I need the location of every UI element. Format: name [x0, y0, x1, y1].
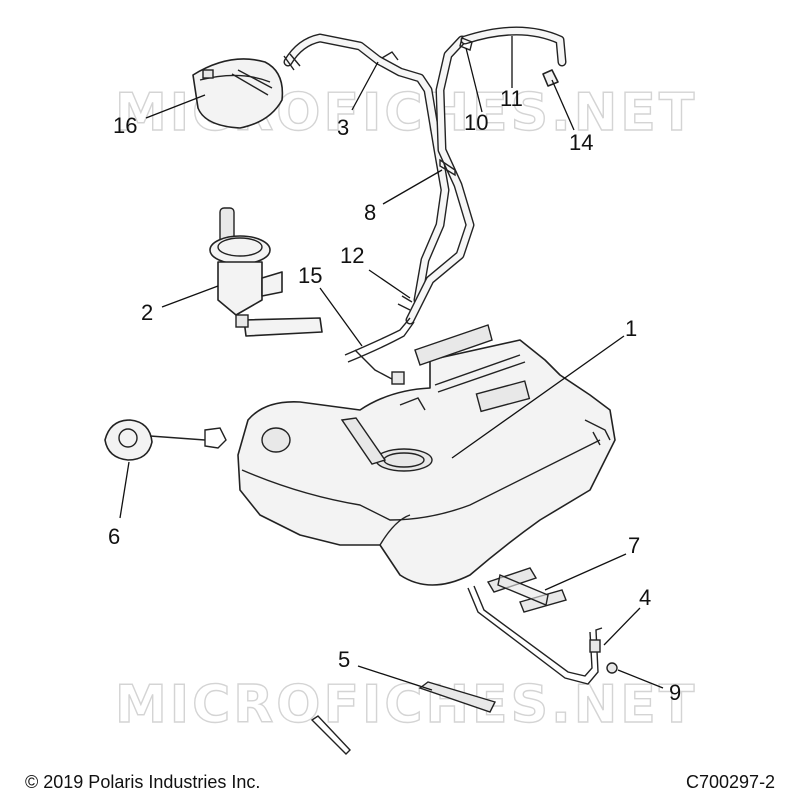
callout-9: 9: [669, 680, 681, 705]
part-14-fitting: [542, 69, 559, 87]
part-5-fuel-cap: [104, 419, 227, 461]
part-16-cover: [192, 58, 284, 129]
part-9-bolt: [606, 662, 618, 674]
callout-1: 1: [625, 316, 637, 341]
callout-5: 6: [108, 524, 120, 549]
part-15-harness: [344, 295, 415, 385]
part-7-pads: [486, 567, 567, 613]
callout-10: 10: [464, 110, 488, 135]
callout-16: 16: [113, 113, 137, 138]
part-1-fuel-tank: [237, 324, 616, 586]
callout-15: 15: [298, 263, 322, 288]
vent-hoses: [283, 26, 567, 325]
copyright-text: © 2019 Polaris Industries Inc.: [25, 772, 260, 792]
watermark-bottom: MICROFICHES.NET: [115, 675, 697, 735]
drawing-code: C700297-2: [686, 772, 775, 792]
callout-6: 5: [338, 647, 350, 672]
leader-lines: [119, 36, 664, 691]
callout-12: 12: [340, 243, 364, 268]
part-6-pad: [310, 681, 496, 755]
part-4-strap: [467, 585, 603, 685]
callout-labels: 16 3 10 11 14 8 12 15 2 1 6 7 4 9 5: [108, 86, 681, 705]
callout-11: 11: [500, 86, 523, 111]
callout-3: 3: [337, 115, 349, 140]
callout-7: 7: [628, 533, 640, 558]
callout-8: 8: [364, 200, 376, 225]
callout-2: 2: [141, 300, 153, 325]
callout-14: 14: [569, 130, 593, 155]
part-2-fuel-pump: [209, 207, 323, 337]
callout-4: 4: [639, 585, 651, 610]
